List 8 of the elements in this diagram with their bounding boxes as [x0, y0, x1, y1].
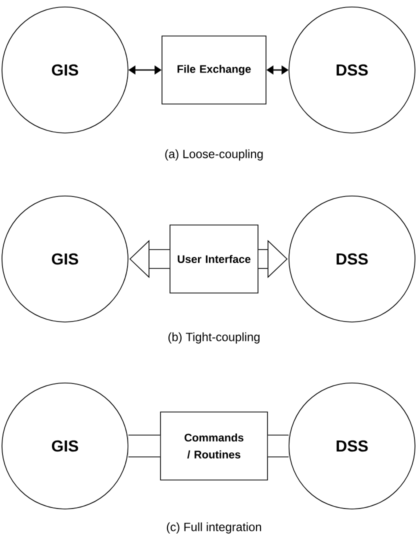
caption: (c) Full integration: [166, 522, 262, 534]
interface-box: Commands / Routines: [160, 412, 268, 480]
caption: (a) Loose-coupling: [165, 149, 263, 161]
connector-pipe: [128, 434, 160, 458]
connector-pipe: [268, 434, 289, 458]
caption: (b) Tight-coupling: [168, 332, 260, 344]
interface-box: User Interface: [170, 224, 258, 294]
interface-box: File Exchange: [162, 36, 266, 104]
